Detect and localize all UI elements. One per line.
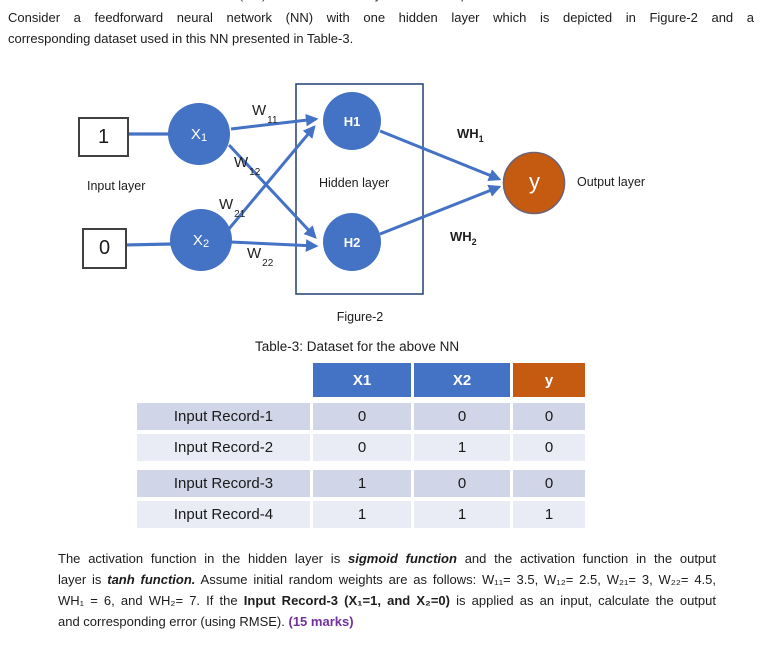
cell-x2: 0: [414, 403, 510, 430]
table-row: Input Record-2 0 1 0: [137, 434, 585, 461]
row-label: Input Record-4: [137, 501, 310, 528]
question-line-3: WH₁ = 6, and WH₂= 7. If the Input Record…: [58, 593, 716, 608]
x1-node-circle: [168, 103, 230, 165]
cell-x2: 0: [414, 470, 510, 497]
y-node-circle: [502, 151, 566, 215]
column-header-x1: X1: [313, 363, 411, 397]
column-header-x2: X2: [414, 363, 510, 397]
table-row: Input Record-3 1 0 0: [137, 470, 585, 497]
arrow-x1-h1: [230, 113, 319, 131]
figure-caption: Figure-2: [336, 310, 384, 324]
cell-x2: 1: [414, 434, 510, 461]
dataset-table: X1 X2 y Input Record-1 0 0 0 Input Recor…: [137, 363, 585, 529]
column-header-y: y: [513, 363, 585, 397]
row-label: Input Record-2: [137, 434, 310, 461]
cell-x1: 0: [313, 403, 411, 430]
cell-y: 0: [513, 434, 585, 461]
table-row: Input Record-4 1 1 1: [137, 501, 585, 528]
h2-node-label: H2: [343, 234, 361, 250]
arrow-h1-y: [379, 129, 502, 182]
arrow-x2-h1: [226, 125, 316, 231]
arrow-x1-h2: [227, 143, 317, 239]
input-value-box-0: 0: [82, 228, 127, 269]
h1-node-circle: [323, 92, 381, 150]
marks-badge: (15 marks): [288, 614, 354, 629]
cell-x2: 1: [414, 501, 510, 528]
cell-x1: 0: [313, 434, 411, 461]
input-layer-label: Input layer: [87, 179, 146, 193]
question-line-4: and corresponding error (using RMSE). (1…: [58, 614, 354, 629]
row-label: Input Record-3: [137, 470, 310, 497]
table-row: Input Record-1 0 0 0: [137, 403, 585, 430]
row-label: Input Record-1: [137, 403, 310, 430]
intro-paragraph: Consider a feedforward neural network (N…: [8, 7, 754, 49]
clipped-line-remnant: neural network (NN) with one hidden laye…: [150, 0, 550, 4]
arrow-h2-y: [379, 184, 502, 236]
cell-y: 0: [513, 403, 585, 430]
question-line-1: The activation function in the hidden la…: [58, 551, 717, 566]
h1-node-label: H1: [343, 113, 361, 129]
connector-input0-x2: [122, 242, 173, 247]
intro-line-1: Consider a feedforward neural network (N…: [8, 10, 754, 25]
intro-line-2: corresponding dataset used in this NN pr…: [8, 31, 354, 46]
arrow-x2-h2: [230, 239, 319, 252]
hidden-layer-label: Hidden layer: [319, 176, 390, 190]
question-line-2: layer is tanh function. Assume initial r…: [58, 572, 716, 587]
cell-x1: 1: [313, 470, 411, 497]
y-node-label: y: [529, 168, 540, 194]
cell-y: 0: [513, 470, 585, 497]
h2-node-circle: [323, 213, 381, 271]
hidden-layer-box: [295, 83, 424, 295]
output-layer-label: Output layer: [577, 175, 646, 189]
table-caption: Table-3: Dataset for the above NN: [255, 339, 460, 354]
question-paragraph: The activation function in the hidden la…: [58, 548, 716, 632]
table-header-row: X1 X2 y: [313, 363, 585, 397]
cell-x1: 1: [313, 501, 411, 528]
input-value-box-1: 1: [78, 117, 129, 157]
cell-y: 1: [513, 501, 585, 528]
x2-node-circle: [170, 209, 232, 271]
